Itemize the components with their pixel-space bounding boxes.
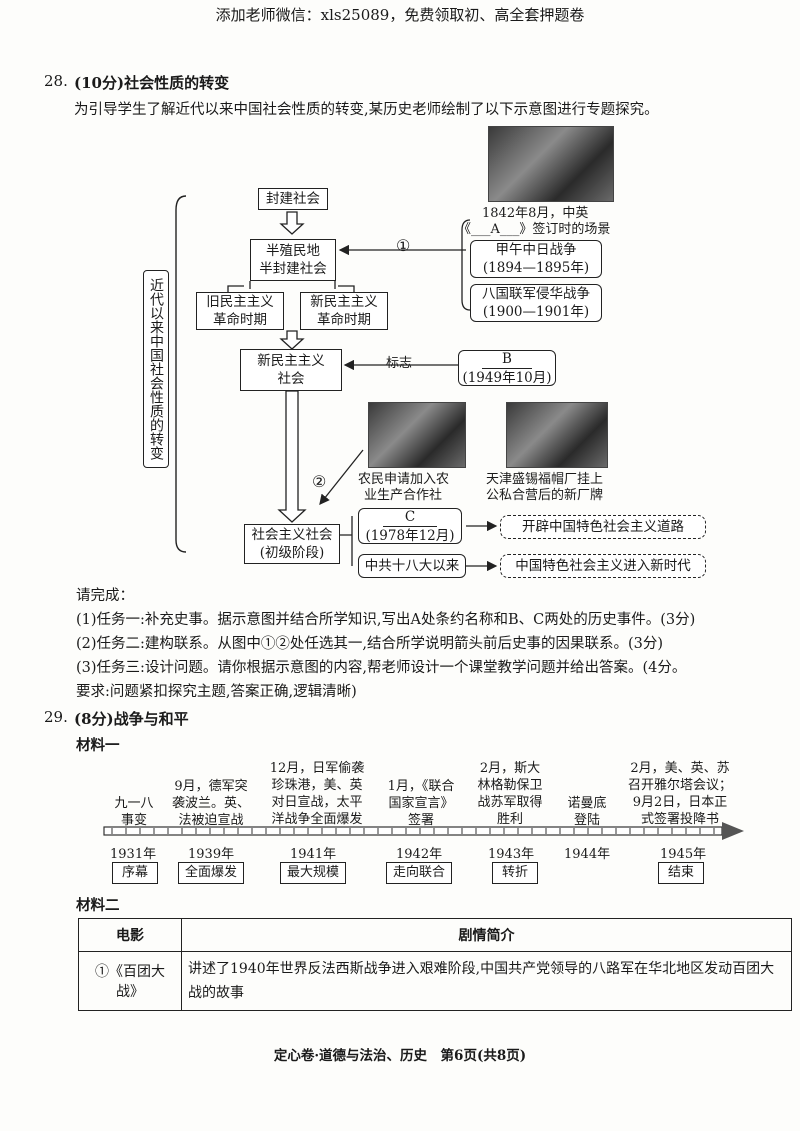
old-democratic-box: 旧民主主义 革命时期 (196, 292, 284, 330)
q29-number: 29. (44, 708, 68, 726)
marker-1: ① (396, 236, 411, 255)
year-1945: 1945年 (660, 847, 707, 862)
timeline-event-1945: 2月，美、英、苏召开雅尔塔会议；9月2日，日本正式签署投降书 (627, 761, 732, 827)
task-2: (2)任务二:建构联系。从图中①②处任选其一,结合所学说明箭头前后史事的因果联系… (76, 636, 664, 652)
tag-full-outbreak: 全面爆发 (178, 862, 244, 884)
treaty-signing-photo (488, 126, 614, 202)
marker-2: ② (312, 472, 327, 491)
header-film: 电影 (78, 918, 182, 952)
event-b-box: B (1949年10月) (458, 350, 556, 386)
cooperative-photo (368, 402, 466, 468)
q28-intro: 为引导学生了解近代以来中国社会性质的转变,某历史老师绘制了以下示意图进行专题探究… (74, 102, 659, 118)
header-watermark: 添加老师微信：xls25089，免费领取初、高全套押题卷 (215, 6, 585, 24)
table-header-row: 电影 剧情简介 (78, 918, 792, 952)
task-1: (1)任务一:补充史事。据示意图并结合所学知识,写出A处条约名称和B、C两处的历… (76, 612, 696, 628)
header-synopsis: 剧情简介 (181, 918, 792, 952)
prompt: 请完成： (76, 588, 134, 604)
tag-largest-scale: 最大规模 (280, 862, 346, 884)
new-democratic-society-box: 新民主主义 社会 (240, 349, 342, 391)
film-title: ①《百团大战》 (78, 951, 182, 1011)
event-c-box: C (1978年12月) (358, 508, 462, 544)
photo2-caption-1: 农民申请加入农 (358, 472, 450, 487)
factory-sign-photo (506, 402, 608, 468)
diagram-lines (175, 195, 498, 572)
cpc18-result-box: 中国特色社会主义进入新时代 (500, 554, 706, 578)
film-table: 电影 剧情简介 ①《百团大战》 讲述了1940年世界反法西斯战争进入艰难阶段,中… (78, 918, 792, 1011)
photo3-caption-2: 公私合营后的新厂牌 (486, 488, 604, 503)
year-1944: 1944年 (564, 847, 611, 862)
year-1943: 1943年 (488, 847, 535, 862)
timeline-arrow (103, 822, 744, 840)
tag-turning-point: 转折 (492, 862, 538, 884)
q29-title: (8分)战争与和平 (74, 710, 189, 728)
film-synopsis: 讲述了1940年世界反法西斯战争进入艰难阶段,中国共产党领导的八路军在华北地区发… (181, 951, 792, 1011)
material-2-label: 材料二 (76, 897, 120, 914)
socialist-society-box: 社会主义社会 (初级阶段) (244, 524, 340, 564)
page-footer: 定心卷·道德与法治、历史 第6页(共8页) (273, 1048, 527, 1064)
q28-title: (10分)社会性质的转变 (74, 74, 230, 92)
mark-label: 标志 (386, 356, 413, 371)
c-result-box: 开辟中国特色社会主义道路 (500, 515, 706, 539)
timeline-event-1944: 诺曼底登陆 (567, 796, 607, 828)
q28-number: 28. (44, 72, 68, 90)
timeline-event-1943: 2月，斯大林格勒保卫战苏军取得胜利 (477, 761, 543, 827)
photo1-caption-1: 1842年8月，中英 (482, 206, 589, 221)
timeline-event-1939: 9月，德军突袭波兰。英、法被迫宣战 (171, 779, 250, 828)
new-democratic-box: 新民主主义 革命时期 (300, 292, 388, 330)
photo1-caption-2: 《___A___》签订时的场景 (458, 222, 611, 237)
year-1931: 1931年 (110, 847, 157, 862)
side-label: 近代以来中国社会性质的转变 (143, 270, 169, 468)
photo3-caption-1: 天津盛锡福帽厂挂上 (486, 472, 604, 487)
sino-japanese-war-box: 甲午中日战争 (1894—1895年) (470, 240, 602, 278)
timeline-event-1931: 九一八事变 (114, 796, 154, 828)
tag-alliance: 走向联合 (386, 862, 452, 884)
semi-colonial-box: 半殖民地 半封建社会 (250, 239, 336, 281)
year-1939: 1939年 (188, 847, 235, 862)
year-1941: 1941年 (290, 847, 337, 862)
cpc18-box: 中共十八大以来 (358, 554, 466, 578)
tag-prelude: 序幕 (112, 862, 158, 884)
year-1942: 1942年 (396, 847, 443, 862)
material-1-label: 材料一 (76, 737, 120, 754)
photo2-caption-2: 业生产合作社 (364, 488, 443, 503)
task-3-line-2: 要求:问题紧扣探究主题,答案正确,逻辑清晰) (76, 684, 357, 700)
timeline-event-1942: 1月，《联合国家宣言》签署 (387, 779, 455, 828)
table-row: ①《百团大战》 讲述了1940年世界反法西斯战争进入艰难阶段,中国共产党领导的八… (78, 951, 792, 1011)
eight-nation-war-box: 八国联军侵华战争 (1900—1901年) (470, 284, 602, 322)
feudal-society-box: 封建社会 (258, 188, 328, 210)
task-3-line-1: (3)任务三:设计问题。请你根据示意图的内容,帮老师设计一个课堂教学问题并给出答… (76, 660, 687, 676)
timeline-event-1941: 12月，日军偷袭珍珠港，美、英对日宣战，太平洋战争全面爆发 (269, 761, 365, 827)
tag-end: 结束 (658, 862, 704, 884)
